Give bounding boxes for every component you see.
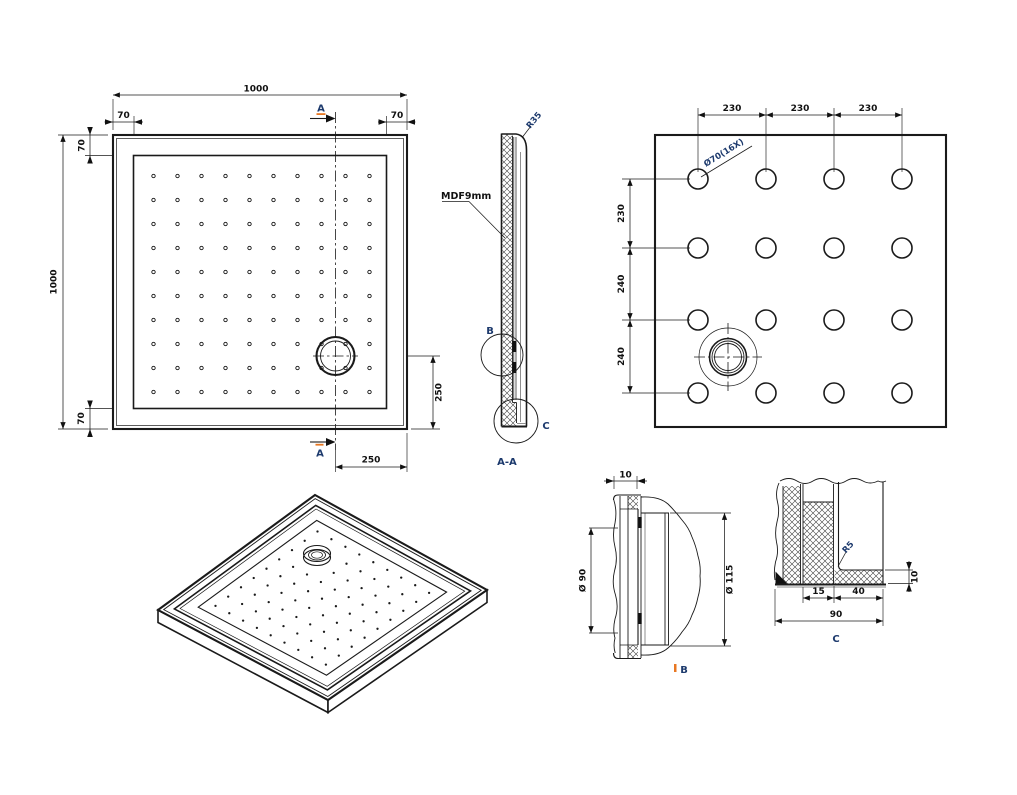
plan-dim-rim-left-bottom: 70 [77,412,87,425]
detail-circle-c [493,398,539,444]
isometric-view [156,493,489,715]
drain-body-break [640,496,701,656]
bottom-dim-col-3: 230 [859,104,878,114]
detail-b-marker: B [486,326,494,337]
mdf-hatch [783,486,801,584]
tray-rim-inner-line [116,138,404,426]
tray-floor-edge [132,154,388,410]
bottom-drain [694,323,762,391]
detail-b-view: 10 Ø 90 Ø 115 B [578,471,736,677]
bottom-dim-col-2: 230 [791,104,810,114]
drain-seal-mark [512,362,517,373]
detail-circle-b [480,333,524,377]
detail-b-dim-flange: 10 [619,471,632,481]
iso-drain [302,544,332,567]
material-callout: MDF9mm [441,191,491,202]
seal-mark [638,517,642,528]
bottom-dim-row-3: 240 [617,347,627,366]
drain-seal-mark [512,341,517,352]
plan-dim-rim-top-right: 70 [391,111,404,121]
bottom-dim-row-2: 240 [617,275,627,294]
break-line [612,499,618,654]
detail-c-dim-ledge: 40 [852,587,865,597]
plan-dim-height: 1000 [50,269,60,294]
marker-accent [315,443,324,446]
iso-rim-inner-edge [172,504,473,691]
seal-mark [638,613,642,624]
plan-dim-rim-left-top: 70 [78,139,88,152]
section-marker-bottom: A [310,438,336,460]
ledge-hatch [834,570,883,584]
section-marker-bottom-label: A [316,449,324,460]
iso-floor [197,519,448,676]
iso-anti-slip-dots [214,530,431,666]
detail-c-dim-base: 10 [911,571,921,584]
break-line-left [773,482,780,581]
detail-c-marker: C [542,421,549,432]
rim-top-fillet [501,133,528,151]
bottom-dim-col-1: 230 [723,104,742,114]
core-hatch [803,502,834,584]
section-view-label: A-A [497,457,517,468]
plan-dim-drain-to-bottom: 250 [435,383,445,402]
tray-bottom-outline [653,133,948,429]
anti-slip-dots [142,165,382,404]
foot-hatch [502,402,517,426]
detail-c-view: R5 10 15 40 90 C [773,478,921,645]
plan-dim-width: 1000 [243,85,268,95]
leg-holes [687,168,913,404]
plan-dim-drain-to-right: 250 [362,456,381,466]
plan-view: 1000 70 70 70 1000 70 250 250 [50,85,445,472]
marker-accent [674,664,677,672]
detail-c-label: C [832,634,839,645]
foot-tip [775,571,787,584]
marker-accent [316,113,326,115]
detail-b-dim-inner: Ø 90 [578,569,589,592]
plan-dim-rim-top-left: 70 [117,111,130,121]
plan-drain [313,335,358,377]
section-marker-top-label: A [317,104,325,115]
detail-b-label: B [680,665,688,676]
detail-c-dim-wall: 15 [812,587,825,597]
section-marker-top: A [310,104,336,123]
bottom-dim-row-1: 230 [617,204,627,223]
mdf-core-hatch [502,133,513,403]
iso-outer-rim [156,493,489,702]
detail-c-dim-total: 90 [830,610,843,620]
detail-b-dim-outer: Ø 115 [725,565,736,595]
